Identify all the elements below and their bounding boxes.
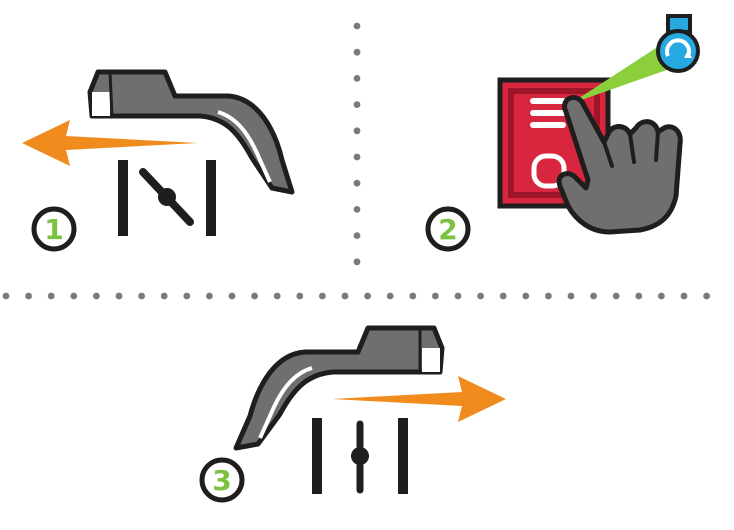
divider-dot <box>432 292 439 300</box>
step-2-badge: 2 <box>425 206 471 252</box>
valve-closed-icon <box>118 160 216 236</box>
divider-dot <box>183 292 191 300</box>
step-1-panel: 1 <box>22 69 295 252</box>
vertical-dotted-divider <box>353 22 361 266</box>
divider-dot <box>47 292 55 300</box>
divider-dot <box>353 101 361 108</box>
divider-dot <box>206 292 213 300</box>
arrow-right-icon <box>332 376 506 422</box>
divider-dot <box>353 153 361 161</box>
arrow-left-icon <box>22 120 198 166</box>
divider-dot <box>296 292 304 300</box>
divider-dot <box>160 292 168 300</box>
divider-dot <box>635 292 643 300</box>
divider-dot <box>612 292 620 300</box>
lever-icon <box>87 69 295 195</box>
divider-dot <box>353 206 361 213</box>
divider-dot <box>703 292 710 300</box>
divider-dot <box>477 292 484 300</box>
divider-dot <box>353 48 361 56</box>
push-button-icon <box>497 77 611 209</box>
divider-dot <box>499 292 507 300</box>
divider-dot <box>386 292 394 300</box>
divider-dot <box>658 292 665 300</box>
step-2-panel: 2 <box>425 14 700 252</box>
divider-dot <box>138 292 146 300</box>
divider-dot <box>273 292 281 300</box>
lever-icon-mirrored <box>233 325 445 451</box>
divider-dot <box>228 292 236 300</box>
divider-dot <box>319 292 326 300</box>
sensor-beam <box>570 44 678 104</box>
step-1-badge: 1 <box>31 206 77 252</box>
step-2-number: 2 <box>438 213 457 246</box>
divider-dot <box>251 292 258 300</box>
divider-dot <box>454 292 462 300</box>
divider-dot <box>25 292 32 300</box>
step-3-number: 3 <box>212 464 231 497</box>
sensor-icon <box>656 14 700 73</box>
divider-dot <box>353 258 361 266</box>
hand-icon <box>556 95 683 235</box>
divider-dot <box>115 292 123 300</box>
divider-dot <box>341 292 349 300</box>
divider-dot <box>409 292 417 300</box>
divider-dot <box>353 232 361 240</box>
divider-dot <box>680 292 688 300</box>
divider-dot <box>93 292 100 300</box>
divider-dot <box>353 127 361 135</box>
divider-dot <box>353 22 361 30</box>
divider-dot <box>545 292 552 300</box>
divider-dot <box>590 292 597 300</box>
divider-dot <box>353 179 361 187</box>
divider-dot <box>364 292 371 300</box>
step-1-number: 1 <box>44 213 63 246</box>
divider-dot <box>522 292 530 300</box>
valve-open-icon <box>312 418 408 494</box>
divider-dot <box>353 75 361 82</box>
step-3-badge: 3 <box>199 457 245 503</box>
step-3-panel: 3 <box>199 325 506 503</box>
divider-dot <box>567 292 575 300</box>
divider-dot <box>2 292 10 300</box>
horizontal-dotted-divider <box>2 292 710 300</box>
divider-dot <box>70 292 78 300</box>
